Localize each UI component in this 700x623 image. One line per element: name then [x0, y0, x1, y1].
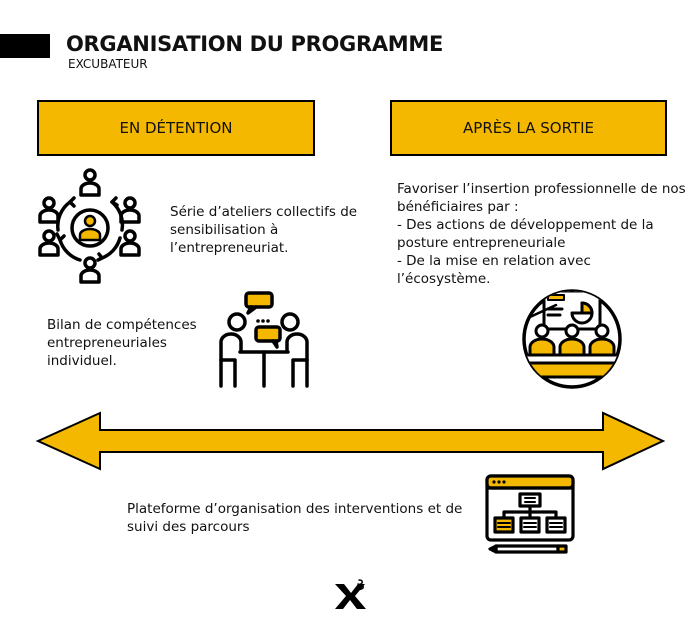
- phase-detention-box: EN DÉTENTION: [37, 100, 315, 156]
- after-release-intro: Favoriser l’insertion professionnelle de…: [397, 181, 686, 215]
- phase-after-release-label: APRÈS LA SORTIE: [463, 119, 594, 137]
- meeting-icon: [219, 291, 309, 388]
- page-subtitle: EXCUBATEUR: [68, 57, 148, 71]
- platform-text: Plateforme d’organisation des interventi…: [127, 501, 463, 535]
- title-accent-bar: [0, 34, 50, 58]
- after-release-text: Favoriser l’insertion professionnelle de…: [397, 180, 687, 288]
- x-logo-icon: [335, 579, 366, 609]
- after-release-bullet: - Des actions de développement de la pos…: [397, 217, 654, 251]
- phase-detention-label: EN DÉTENTION: [119, 119, 233, 137]
- presentation-audience-icon: [522, 289, 622, 389]
- workshops-text: Série d’ateliers collectifs de sensibili…: [170, 204, 358, 256]
- phase-after-release-box: APRÈS LA SORTIE: [390, 100, 667, 156]
- after-release-bullet: - De la mise en relation avec l’écosystè…: [397, 253, 591, 287]
- web-sitemap-icon: [485, 474, 575, 554]
- people-network-icon: [38, 168, 141, 284]
- skills-assessment-text: Bilan de compétences entrepreneuriales i…: [47, 317, 197, 369]
- page-title: ORGANISATION DU PROGRAMME: [66, 32, 444, 56]
